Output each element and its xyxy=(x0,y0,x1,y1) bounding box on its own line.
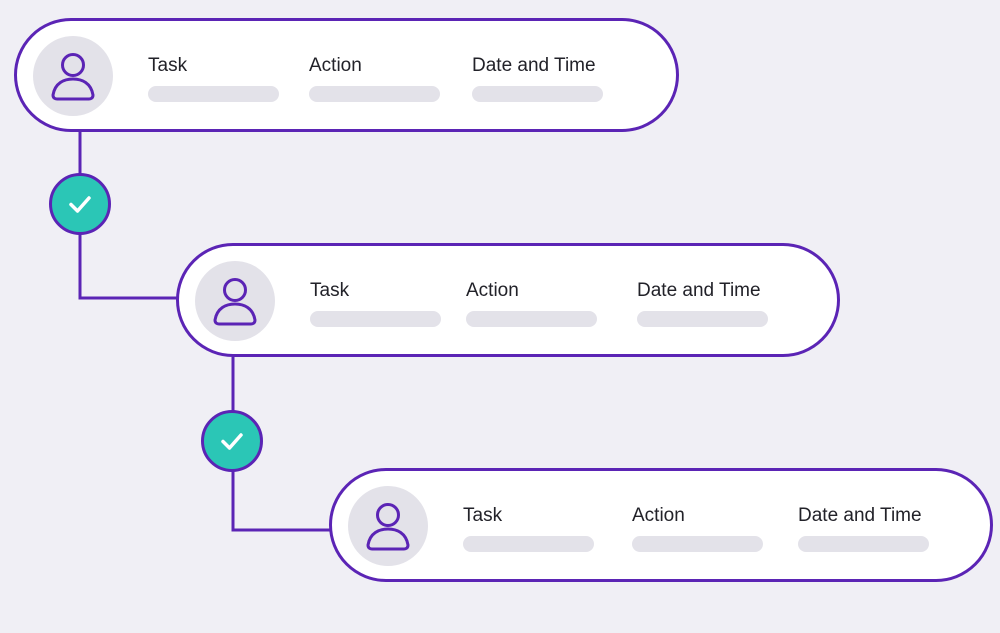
date-time-placeholder-bar xyxy=(637,311,768,327)
action-label: Action xyxy=(466,280,519,301)
workflow-step-card: Task Action Date and Time xyxy=(14,18,679,132)
action-placeholder-bar xyxy=(466,311,597,327)
avatar xyxy=(348,486,428,566)
action-placeholder-bar xyxy=(632,536,763,552)
date-time-column: Date and Time xyxy=(798,505,929,552)
workflow-step-card: Task Action Date and Time xyxy=(176,243,840,357)
date-time-label: Date and Time xyxy=(637,280,761,301)
checkmark-icon xyxy=(221,433,243,450)
action-column: Action xyxy=(466,280,597,327)
date-time-placeholder-bar xyxy=(472,86,603,102)
avatar xyxy=(33,36,113,116)
task-column: Task xyxy=(148,55,279,102)
user-icon xyxy=(213,278,257,326)
date-time-column: Date and Time xyxy=(637,280,768,327)
date-time-label: Date and Time xyxy=(798,505,922,526)
action-label: Action xyxy=(309,55,362,76)
action-placeholder-bar xyxy=(309,86,440,102)
completed-check-badge xyxy=(201,410,263,472)
completed-check-badge xyxy=(49,173,111,235)
date-time-placeholder-bar xyxy=(798,536,929,552)
action-column: Action xyxy=(632,505,763,552)
date-time-label: Date and Time xyxy=(472,55,596,76)
task-label: Task xyxy=(310,280,350,301)
task-column: Task xyxy=(463,505,594,552)
checkmark-icon xyxy=(69,196,91,213)
action-label: Action xyxy=(632,505,685,526)
user-icon xyxy=(51,53,95,101)
workflow-step-card: Task Action Date and Time xyxy=(329,468,993,582)
task-placeholder-bar xyxy=(148,86,279,102)
action-column: Action xyxy=(309,55,440,102)
task-column: Task xyxy=(310,280,441,327)
task-placeholder-bar xyxy=(310,311,441,327)
task-placeholder-bar xyxy=(463,536,594,552)
date-time-column: Date and Time xyxy=(472,55,603,102)
user-icon xyxy=(366,503,410,551)
task-label: Task xyxy=(148,55,188,76)
task-label: Task xyxy=(463,505,503,526)
avatar xyxy=(195,261,275,341)
